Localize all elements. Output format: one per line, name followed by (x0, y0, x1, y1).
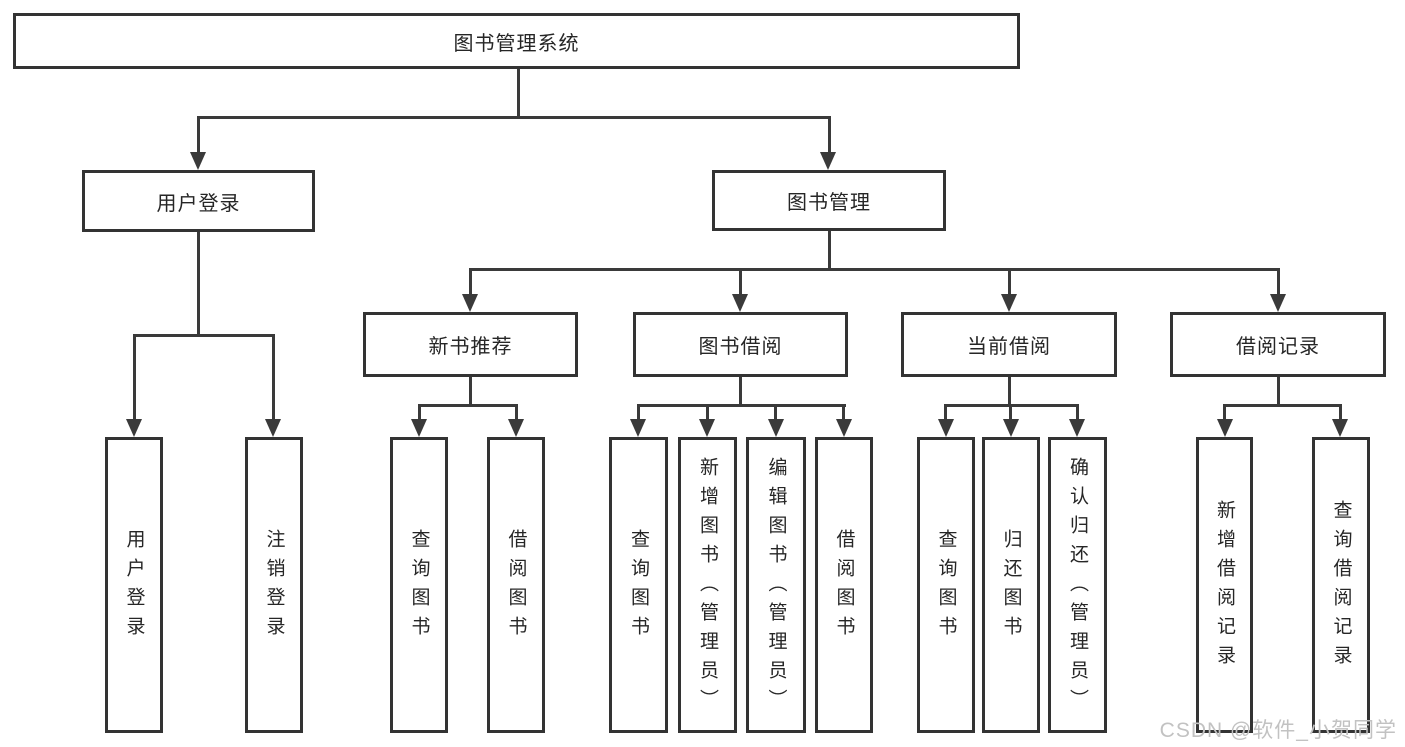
leaf-confirm-return-admin: 确认归还（管理员） (1048, 437, 1107, 733)
connector-leaf-drop (1076, 404, 1079, 421)
connector-records-stem (1277, 377, 1280, 407)
connector-root-stem (517, 69, 520, 119)
arrowhead-down-icon (820, 152, 836, 170)
arrowhead-down-icon (768, 419, 784, 437)
csdn-watermark: CSDN @软件_小贺同学 (1159, 719, 1397, 742)
connector-newbook-splitter (418, 404, 518, 407)
connector-leaf-drop (842, 404, 845, 421)
connector-to-logout-leaf (272, 334, 275, 420)
connector-records-splitter (1223, 404, 1342, 407)
leaf-logout: 注销登录 (245, 437, 303, 733)
connector-to-login-leaf (133, 334, 136, 420)
arrowhead-down-icon (462, 294, 478, 312)
connector-leaf-drop (774, 404, 777, 421)
connector-to-user-login (197, 116, 200, 153)
connector-to-book-borrow (739, 268, 742, 296)
node-library-system: 图书管理系统 (13, 13, 1020, 69)
leaf-return-book: 归还图书 (982, 437, 1040, 733)
arrowhead-down-icon (1001, 294, 1017, 312)
leaf-add-book-admin: 新增图书（管理员） (678, 437, 737, 733)
arrowhead-down-icon (938, 419, 954, 437)
connector-leaf-drop (418, 404, 421, 421)
connector-leaf-drop (637, 404, 640, 421)
arrowhead-down-icon (411, 419, 427, 437)
node-current-borrow: 当前借阅 (901, 312, 1117, 377)
connector-to-book-management (828, 116, 831, 153)
arrowhead-down-icon (1217, 419, 1233, 437)
arrowhead-down-icon (836, 419, 852, 437)
arrowhead-down-icon (699, 419, 715, 437)
leaf-user-login: 用户登录 (105, 437, 163, 733)
connector-leaf-drop (1223, 404, 1226, 421)
connector-login-stem (197, 232, 200, 337)
connector-leaf-drop (1009, 404, 1012, 421)
leaf-query-book-borrow: 查询图书 (609, 437, 668, 733)
arrowhead-down-icon (190, 152, 206, 170)
node-book-borrow: 图书借阅 (633, 312, 848, 377)
leaf-query-book-current: 查询图书 (917, 437, 975, 733)
leaf-borrow-book-recommend: 借阅图书 (487, 437, 545, 733)
leaf-add-borrow-record: 新增借阅记录 (1196, 437, 1253, 733)
connector-borrow-stem (739, 377, 742, 407)
connector-leaf-drop (706, 404, 709, 421)
leaf-borrow-book: 借阅图书 (815, 437, 873, 733)
connector-newbook-stem (469, 377, 472, 407)
arrowhead-down-icon (265, 419, 281, 437)
connector-borrow-splitter (637, 404, 846, 407)
arrowhead-down-icon (732, 294, 748, 312)
connector-to-borrow-records (1277, 268, 1280, 296)
arrowhead-down-icon (630, 419, 646, 437)
connector-leaf-drop (515, 404, 518, 421)
arrowhead-down-icon (1270, 294, 1286, 312)
connector-current-stem (1008, 377, 1011, 407)
arrowhead-down-icon (1069, 419, 1085, 437)
node-user-login: 用户登录 (82, 170, 315, 232)
connector-login-splitter (133, 334, 275, 337)
arrowhead-down-icon (126, 419, 142, 437)
arrowhead-down-icon (1332, 419, 1348, 437)
node-borrow-records: 借阅记录 (1170, 312, 1386, 377)
connector-to-new-book (469, 268, 472, 296)
connector-level2-branch (197, 116, 831, 119)
connector-to-current-borrow (1008, 268, 1011, 296)
connector-leaf-drop (1339, 404, 1342, 421)
connector-level3-branch (469, 268, 1280, 271)
leaf-query-borrow-record: 查询借阅记录 (1312, 437, 1370, 733)
connector-leaf-drop (944, 404, 947, 421)
node-new-book-recommend: 新书推荐 (363, 312, 578, 377)
node-book-management: 图书管理 (712, 170, 946, 231)
arrowhead-down-icon (1003, 419, 1019, 437)
leaf-query-book-recommend: 查询图书 (390, 437, 448, 733)
arrowhead-down-icon (508, 419, 524, 437)
connector-mgmt-stem (828, 231, 831, 271)
leaf-edit-book-admin: 编辑图书（管理员） (746, 437, 806, 733)
